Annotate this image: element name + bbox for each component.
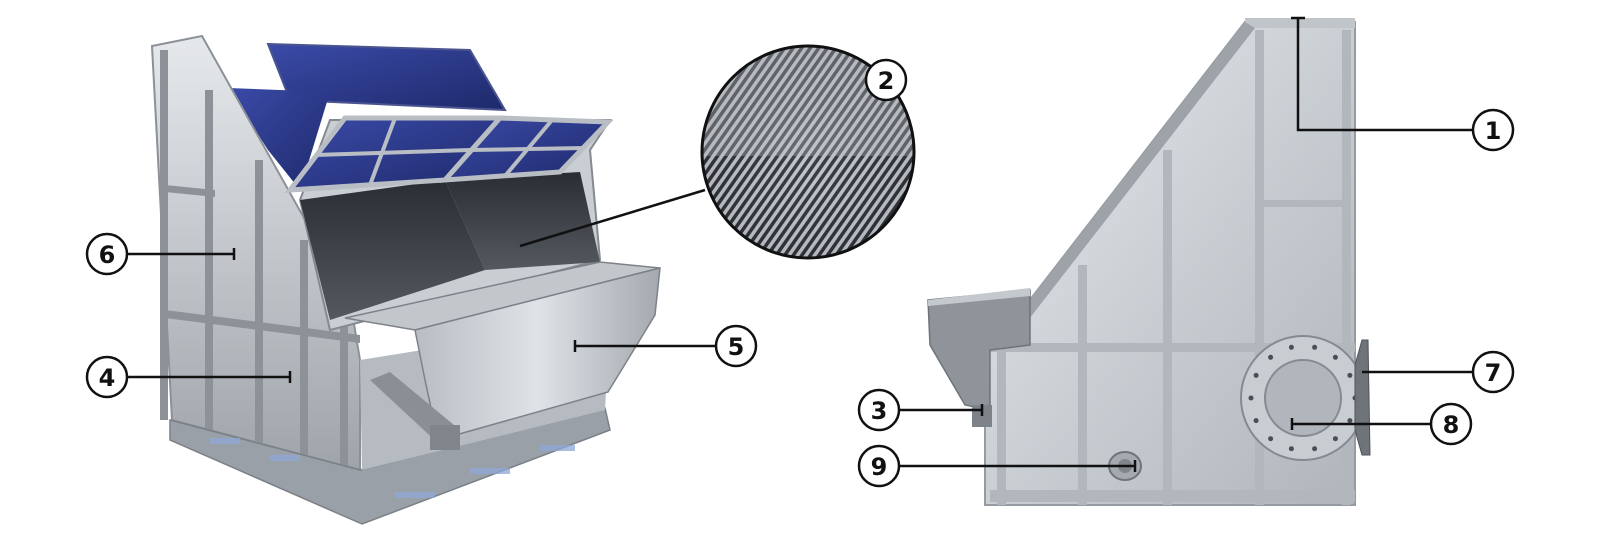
isometric-view — [150, 34, 661, 525]
callout-4-label: 4 — [99, 364, 116, 392]
callout-8-label: 8 — [1443, 411, 1460, 439]
side-diagonal-rib — [995, 22, 1255, 350]
wall-top-rib — [165, 185, 215, 197]
callout-line-1 — [1296, 18, 1472, 132]
base-skid — [169, 407, 611, 525]
callout-6-label: 6 — [99, 241, 116, 269]
callout-1-label: 1 — [1485, 117, 1502, 145]
bolt-hole — [1248, 395, 1254, 401]
base-gaps — [210, 438, 575, 498]
callout-line-2 — [519, 188, 706, 248]
side-view — [927, 18, 1371, 506]
pipe-stub — [1354, 339, 1371, 456]
bolt-hole — [1288, 446, 1294, 452]
callout-1: 1 — [1471, 108, 1515, 152]
bolt-hole — [1347, 418, 1353, 424]
callout-2: 2 — [864, 58, 908, 102]
lid-right — [439, 115, 614, 183]
bolt-hole — [1332, 436, 1338, 442]
callout-7-label: 7 — [1485, 359, 1502, 387]
bolt-hole — [1268, 354, 1274, 360]
side-inlet-top — [928, 288, 1030, 306]
callout-8: 8 — [1429, 402, 1473, 446]
side-inlet-box — [927, 289, 1031, 411]
bolt-hole — [1253, 418, 1259, 424]
callout-5-label: 5 — [728, 333, 745, 361]
wall-ribs — [160, 50, 348, 490]
callout-9-label: 9 — [871, 453, 888, 481]
support-box — [430, 425, 460, 450]
side-horizontal-ribs — [990, 200, 1355, 502]
screen-panel-right — [445, 172, 600, 270]
callout-2-label: 2 — [878, 67, 895, 95]
bolt-hole — [1312, 446, 1318, 452]
outlet-flange — [1240, 335, 1366, 461]
bolt-hole — [1268, 436, 1274, 442]
callout-7: 7 — [1471, 350, 1515, 394]
wall-horizontal-rib — [165, 310, 360, 343]
side-vertical-ribs — [997, 30, 1351, 505]
callout-3-label: 3 — [871, 397, 888, 425]
bolt-hole — [1288, 344, 1294, 350]
callout-4: 4 — [85, 355, 129, 399]
callout-3: 3 — [857, 388, 901, 432]
screen-panel-left — [300, 180, 485, 320]
bolt-hole — [1332, 354, 1338, 360]
lid-left — [284, 115, 506, 193]
top-cover-panel-lower — [228, 88, 330, 190]
callout-6: 6 — [85, 232, 129, 276]
callout-9: 9 — [857, 444, 901, 488]
top-cap — [1245, 18, 1355, 28]
bolt-hole — [1312, 344, 1318, 350]
flange-bolt-holes — [1248, 344, 1358, 452]
inlet-trough-front — [414, 267, 661, 441]
callout-lines — [127, 16, 1472, 472]
callout-5: 5 — [714, 324, 758, 368]
bolt-hole — [1253, 372, 1259, 378]
bolt-hole — [1347, 372, 1353, 378]
